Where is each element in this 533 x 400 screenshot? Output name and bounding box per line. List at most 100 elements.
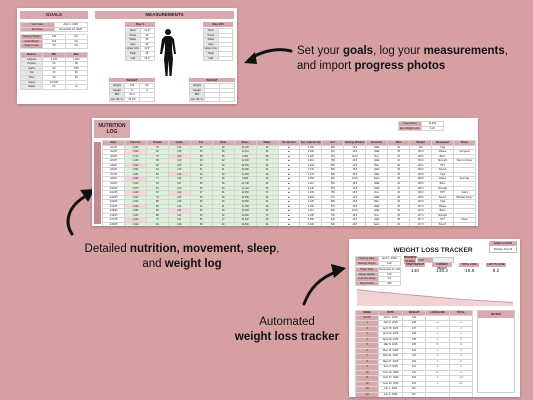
table-cell: START <box>354 314 380 322</box>
progress-to-goal: PROGRESS TO GOAL 42% <box>404 256 454 264</box>
table-cell[interactable]: -3 <box>448 325 474 333</box>
table-cell[interactable]: -9 <box>448 364 474 371</box>
table-cell[interactable]: 137 <box>401 325 427 333</box>
table-cell[interactable] <box>448 391 474 397</box>
table-cell[interactable] <box>448 386 474 393</box>
table-cell[interactable]: 140 <box>401 314 427 322</box>
table-cell[interactable]: NA <box>401 386 427 393</box>
table-cell[interactable]: NA <box>401 391 427 397</box>
table-cell[interactable]: 136 <box>401 331 427 338</box>
table-cell[interactable]: 131 <box>401 369 427 377</box>
table-cell[interactable]: 134 <box>401 347 427 355</box>
table-cell[interactable]: -10 <box>448 375 474 382</box>
table-cell[interactable]: 131 <box>401 364 427 371</box>
table-cell[interactable] <box>448 314 474 322</box>
table-cell[interactable]: 50 <box>189 221 213 226</box>
table-cell[interactable]: 30 <box>211 221 235 226</box>
table-cell[interactable]: oz <box>64 84 89 90</box>
table-cell[interactable]: April 15, 2025 <box>378 325 403 333</box>
select-month-value[interactable]: Monday, June 30 <box>493 248 513 251</box>
table-cell: 10 <box>354 369 380 377</box>
table-cell[interactable]: June 24, 2025 <box>378 380 403 388</box>
tracker-title: WEIGHT LOSS TRACKER <box>393 247 473 254</box>
table-cell[interactable]: 135 <box>401 342 427 349</box>
table-cell[interactable]: July 8, 2025 <box>378 391 403 397</box>
table-cell[interactable]: May 20, 2025 <box>378 353 403 360</box>
table-cell[interactable]: 64 <box>255 221 279 226</box>
table-cell[interactable] <box>139 96 155 103</box>
table-cell[interactable]: 133 <box>401 353 427 360</box>
table-cell[interactable]: ■ <box>277 221 301 226</box>
notes-box[interactable]: NOTES <box>477 310 515 393</box>
table-cell[interactable]: Went to dinner <box>453 158 476 164</box>
select-month-control[interactable]: Select a month Monday, June 30 <box>489 241 517 253</box>
table-cell[interactable]: 3.23 <box>420 125 444 132</box>
table-cell[interactable]: 40 <box>387 221 411 226</box>
table-cell[interactable]: 135 <box>401 336 427 344</box>
goal-weight-value[interactable]: 20 <box>42 43 66 49</box>
table-cell[interactable]: 15.0" <box>139 55 155 62</box>
table-cell[interactable] <box>425 391 450 397</box>
table-cell[interactable]: -5 <box>448 336 474 344</box>
table-cell[interactable]: 1,520 <box>123 221 147 226</box>
table-cell[interactable]: 600 <box>321 221 345 226</box>
column-header: DATE <box>378 310 403 316</box>
table-cell[interactable]: May 6, 2025 <box>378 342 403 349</box>
table-cell[interactable]: -8 <box>448 358 474 366</box>
table-cell[interactable]: -4 <box>448 331 474 338</box>
table-cell[interactable]: 16:8 <box>343 221 367 226</box>
table-cell[interactable]: -6 <box>448 347 474 355</box>
table-cell[interactable]: Swim <box>365 221 389 226</box>
table-cell[interactable]: 130 <box>401 375 427 382</box>
table-cell[interactable] <box>204 96 220 103</box>
table-cell[interactable]: 30.2% <box>124 96 140 103</box>
table-cell[interactable]: April 22, 2025 <box>378 331 403 338</box>
table-cell[interactable]: 138 <box>401 320 427 327</box>
table-cell[interactable]: 84 <box>145 221 169 226</box>
table-cell[interactable]: 64 <box>42 84 66 90</box>
table-cell[interactable]: April 8, 2025 <box>378 320 403 327</box>
table-cell[interactable] <box>219 96 235 103</box>
column-header: Notes <box>453 140 476 146</box>
table-cell[interactable]: 129 <box>401 380 427 388</box>
table-cell[interactable]: 10,820 <box>233 221 257 226</box>
table-cell[interactable]: July 1, 2025 <box>378 386 403 393</box>
table-cell[interactable] <box>453 221 476 226</box>
table-cell[interactable]: -9 <box>448 369 474 377</box>
table-cell[interactable]: -11 <box>448 380 474 388</box>
table-cell[interactable]: 132 <box>401 358 427 366</box>
table-cell[interactable]: Birthday dinner <box>453 194 476 201</box>
table-cell[interactable]: June 17, 2025 <box>378 375 403 382</box>
table-cell[interactable]: -5 <box>448 342 474 349</box>
table-cell[interactable]: May 13, 2025 <box>378 347 403 355</box>
table-cell[interactable]: 2,120 <box>299 221 323 226</box>
body-silhouette-icon <box>160 29 176 76</box>
stat-value: -16.8 <box>463 269 475 274</box>
table-cell[interactable]: April 29, 2025 <box>378 336 403 344</box>
table-cell[interactable]: June 10, 2025 <box>378 369 403 377</box>
table-cell[interactable]: -7 <box>448 353 474 360</box>
table-cell[interactable]: 128 <box>167 221 191 226</box>
table-cell[interactable]: April 1, 2025 <box>378 314 403 322</box>
table-cell[interactable]: June 3, 2025 <box>378 364 403 371</box>
table-cell: 7 <box>354 353 380 360</box>
day1-label: Day 1 <box>125 22 155 27</box>
table-cell[interactable]: -2 <box>448 320 474 327</box>
table-cell[interactable]: 137.0 <box>409 221 433 226</box>
table-cell[interactable]: May 27, 2025 <box>378 358 403 366</box>
table-cell[interactable]: Stretch <box>431 221 454 226</box>
table-cell[interactable] <box>217 55 233 62</box>
